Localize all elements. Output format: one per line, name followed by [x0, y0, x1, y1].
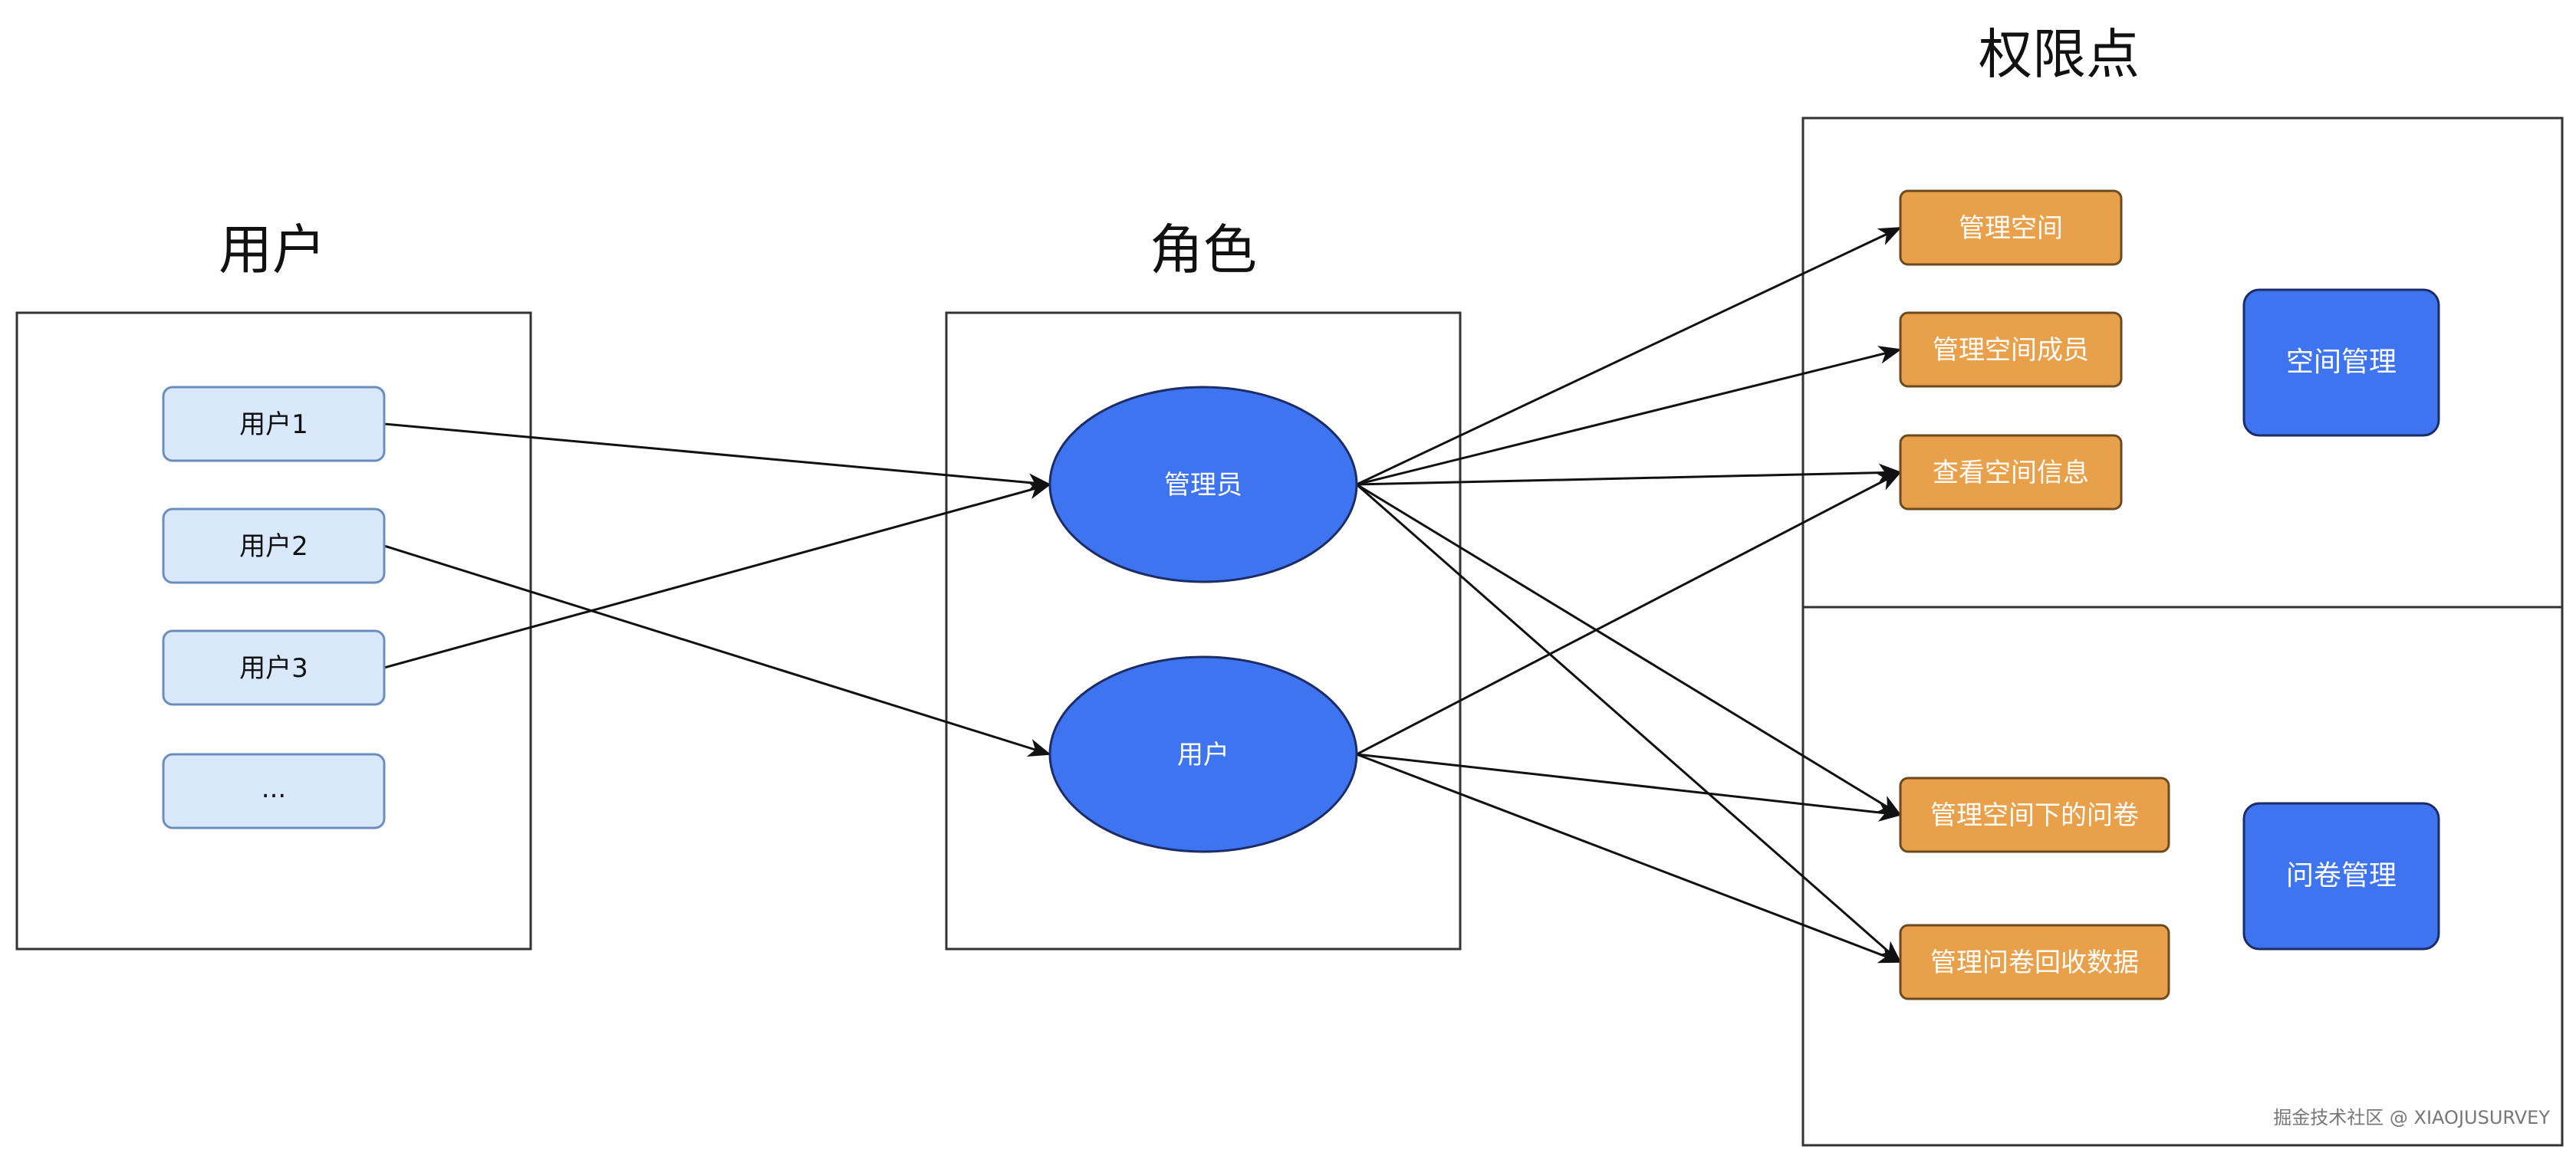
edges-layer	[383, 226, 1902, 964]
role-label: 用户	[1177, 740, 1229, 770]
role-permission-edge	[1356, 226, 1902, 486]
role-node[interactable]: 管理员	[1048, 386, 1358, 583]
role-permission-edge	[1356, 346, 1902, 486]
permission-node[interactable]: 管理空间成员	[1899, 311, 2123, 388]
user-role-edge	[383, 422, 1051, 492]
permission-label: 管理空间	[1959, 213, 2063, 244]
role-permission-edge	[1356, 483, 1902, 964]
watermark: 掘金技术社区 @ XIAOJUSURVEY	[2273, 1107, 2550, 1128]
user-role-edge	[383, 481, 1051, 669]
permission-label: 管理空间成员	[1933, 335, 2089, 366]
permission-label: 管理问卷回收数据	[1930, 947, 2139, 978]
user-node[interactable]: ...	[162, 753, 386, 829]
user-role-edge	[383, 544, 1051, 757]
user-label: 用户1	[239, 409, 308, 440]
permissions-title: 权限点	[1979, 23, 2140, 86]
role-node[interactable]: 用户	[1048, 655, 1358, 853]
roles-title: 角色	[1150, 218, 1257, 281]
category-node[interactable]: 问卷管理	[2242, 802, 2440, 951]
users-title: 用户	[219, 218, 326, 281]
permission-label: 查看空间信息	[1933, 458, 2089, 488]
user-label: 用户2	[239, 531, 308, 562]
user-label: ...	[262, 773, 286, 804]
user-label: 用户3	[239, 653, 308, 684]
role-permission-edge	[1356, 471, 1902, 756]
role-label: 管理员	[1164, 470, 1242, 501]
user-node[interactable]: 用户3	[162, 629, 386, 706]
permission-node[interactable]: 管理问卷回收数据	[1899, 924, 2170, 1000]
category-label: 问卷管理	[2286, 860, 2397, 892]
permission-node[interactable]: 查看空间信息	[1899, 434, 2123, 511]
role-permission-edge	[1356, 753, 1902, 822]
permission-label: 管理空间下的问卷	[1930, 800, 2139, 831]
permission-node[interactable]: 管理空间下的问卷	[1899, 777, 2170, 853]
category-node[interactable]: 空间管理	[2242, 288, 2440, 437]
survey-permissions-panel	[1801, 606, 2564, 1147]
role-permission-edge	[1356, 753, 1902, 964]
user-node[interactable]: 用户2	[162, 507, 386, 584]
role-permission-edge	[1356, 463, 1902, 486]
role-permission-edge	[1356, 483, 1902, 816]
permission-node[interactable]: 管理空间	[1899, 189, 2123, 266]
category-label: 空间管理	[2286, 346, 2397, 378]
user-node[interactable]: 用户1	[162, 386, 386, 462]
